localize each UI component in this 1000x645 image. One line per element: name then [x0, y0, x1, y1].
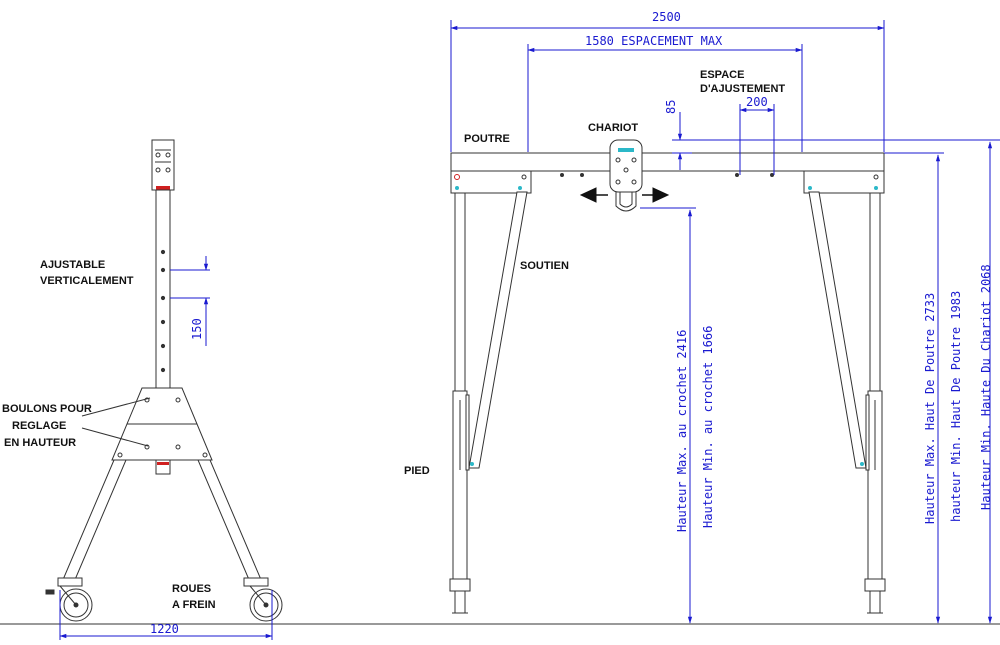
label-reglage: REGLAGE [12, 420, 66, 432]
label-verticalement: VERTICALEMENT [40, 275, 134, 287]
dim-hook-min: Hauteur Min. au crochet 1666 [701, 326, 715, 528]
dim-beam-max: Hauteur Max. Haut De Poutre 2733 [923, 293, 937, 524]
label-chariot: CHARIOT [588, 122, 638, 134]
dim-200: 200 [746, 95, 768, 109]
hook-shackle [615, 192, 637, 212]
brace-right [808, 191, 867, 469]
dim-85: 85 [664, 100, 678, 114]
label-roues: ROUES [172, 583, 211, 595]
label-poutre: POUTRE [464, 133, 510, 145]
dim-2500: 2500 [652, 10, 681, 24]
label-ajustement: D'AJUSTEMENT [700, 83, 785, 95]
dim-beam-min: hauteur Min. Haut De Poutre 1983 [949, 291, 963, 522]
label-pied: PIED [404, 465, 430, 477]
label-soutien: SOUTIEN [520, 260, 569, 272]
column-left [454, 192, 466, 392]
dim-150: 150 [190, 318, 204, 340]
leg-left [61, 459, 127, 583]
dim-chariot-min: Hauteur Min. Haute Du Chariot 2068 [979, 264, 993, 510]
leg-right [197, 459, 263, 583]
column-right [869, 192, 881, 392]
vertical-mast [155, 189, 171, 391]
label-a-frein: A FREIN [172, 599, 216, 611]
trolley [609, 139, 643, 193]
end-plate-right [803, 170, 885, 194]
label-ajustable: AJUSTABLE [40, 259, 105, 271]
label-en-hauteur: EN HAUTEUR [4, 437, 76, 449]
beam [450, 152, 885, 172]
top-clamp [151, 139, 175, 191]
trolley-movement-arrows [579, 187, 670, 203]
brace-left [468, 191, 528, 469]
dim-hook-max: Hauteur Max. au crochet 2416 [675, 330, 689, 532]
front-view [449, 139, 886, 614]
side-view [45, 139, 283, 622]
dim-1220: 1220 [150, 622, 179, 636]
end-plate-left [450, 170, 532, 194]
label-boulons: BOULONS POUR [2, 403, 92, 415]
label-espace: ESPACE [700, 69, 744, 81]
dim-1580: 1580 ESPACEMENT MAX [585, 34, 723, 48]
